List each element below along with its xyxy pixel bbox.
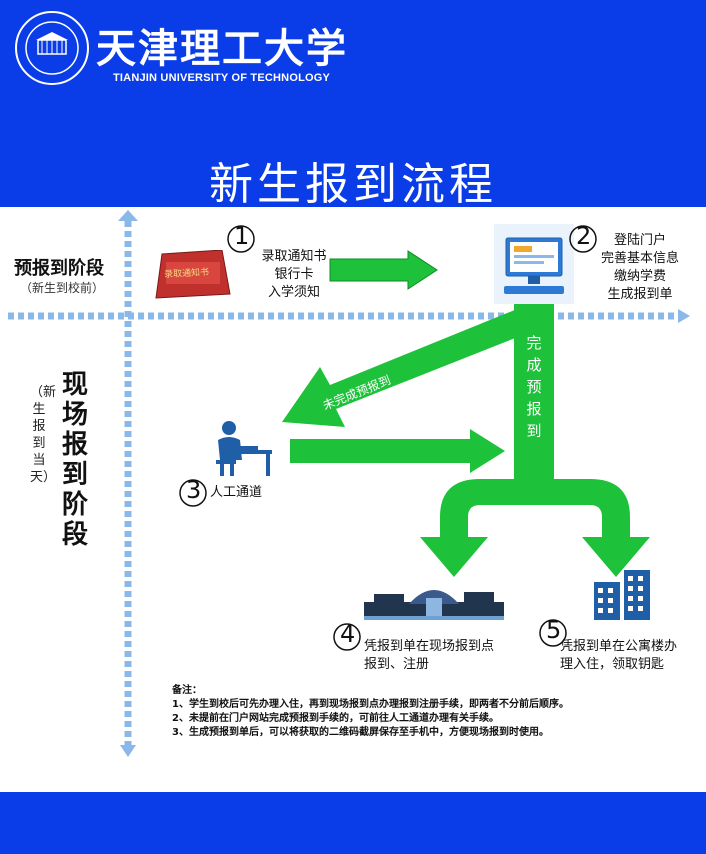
stage-divider	[8, 309, 690, 323]
note-item: 3、生成预报到单后，可以将获取的二维码截屏保存至手机中，方便现场报到时使用。	[172, 727, 549, 738]
arrow-step1-to-step2	[329, 250, 438, 290]
computer-icon	[494, 224, 574, 304]
step3-text: 人工通道	[210, 485, 263, 500]
step2-line: 完善基本信息	[600, 251, 679, 266]
step5-text: 凭报到单在公寓楼办 理入住，领取钥匙	[560, 638, 700, 674]
step1-number-text: 1	[234, 222, 250, 250]
step1-text: 录取通知书 银行卡 入学须知	[254, 248, 334, 302]
step2-line: 生成报到单	[607, 287, 673, 302]
step1-number: 1	[227, 222, 255, 253]
university-name-cn: 天津理工大学	[96, 25, 348, 72]
stadium-building-icon	[364, 590, 504, 620]
step4-line: 凭报到单在现场报到点	[364, 639, 495, 654]
step1-line: 入学须知	[267, 285, 320, 300]
step1-line: 银行卡	[274, 267, 314, 282]
arrow-complete-trunk	[514, 304, 554, 499]
stage-onsite-subtitle: （新生报到当天）	[30, 385, 57, 485]
step2-line: 缴纳学费	[613, 269, 666, 284]
notes-title: 备注：	[172, 685, 202, 696]
note-item: 1、学生到校后可先办理入住，再到现场报到点办理报到注册手续，即两者不分前后顺序。	[172, 699, 569, 710]
step3-number-text: 3	[186, 476, 202, 504]
step4-line: 报到、注册	[364, 657, 430, 672]
page-title: 新生报到流程	[209, 159, 497, 210]
apartment-building-icon	[594, 570, 650, 620]
footer-banner	[0, 792, 706, 854]
university-name-en: TIANJIN UNIVERSITY OF TECHNOLOGY	[113, 72, 331, 84]
step4-text: 凭报到单在现场报到点 报到、注册	[364, 638, 514, 674]
step5-number: 5	[539, 616, 567, 647]
step1-line: 录取通知书	[261, 249, 327, 264]
arrow-step3-to-trunk	[290, 429, 505, 473]
step2-line: 登陆门户	[613, 233, 666, 248]
header-banner	[0, 0, 706, 207]
step5-line: 凭报到单在公寓楼办	[560, 639, 678, 654]
step2-circle-icon	[569, 225, 597, 253]
step3-circle-icon	[179, 479, 207, 507]
stage-pre-title: 预报到阶段	[14, 258, 104, 279]
flow-diagram	[8, 210, 690, 757]
step5-circle-icon	[539, 619, 567, 647]
step1-circle-icon	[227, 225, 255, 253]
complete-arrow-label: 完成预报到	[526, 334, 542, 440]
step5-line: 理入住，领取钥匙	[560, 657, 665, 672]
step2-number: 2	[569, 222, 597, 253]
arrow-incomplete	[282, 307, 548, 427]
notes-section: 备注： 1、学生到校后可先办理入住，再到现场报到点办理报到注册手续，即两者不分前…	[172, 684, 672, 740]
timeline-axis	[118, 210, 138, 757]
step3-number: 3	[179, 476, 207, 507]
note-item: 2、未提前在门户网站完成预报到手续的，可前往人工通道办理有关手续。	[172, 713, 499, 724]
step2-number-text: 2	[576, 222, 592, 250]
admission-letter-label: 录取通知书	[163, 267, 210, 281]
step4-number-text: 4	[340, 620, 356, 648]
university-seal-icon	[15, 11, 89, 85]
stage-pre-subtitle: （新生到校前）	[20, 281, 105, 295]
step5-number-text: 5	[546, 616, 562, 644]
step2-text: 登陆门户 完善基本信息 缴纳学费 生成报到单	[590, 232, 690, 304]
person-at-desk-icon	[216, 421, 272, 476]
step4-circle-icon	[333, 623, 361, 651]
admission-letter-icon	[155, 250, 231, 299]
arrow-branch	[420, 479, 650, 577]
stage-onsite-title: 现场报到阶段	[61, 370, 88, 550]
step4-number: 4	[333, 620, 361, 651]
